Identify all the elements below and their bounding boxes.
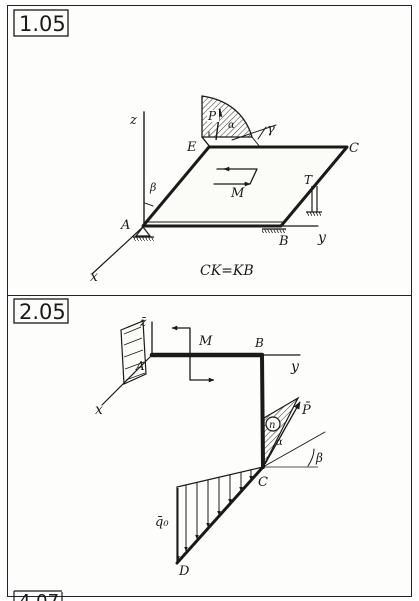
distributed-load-q0 <box>176 465 265 565</box>
angle-arc-beta-2 <box>307 448 315 467</box>
n-marker-circle <box>265 416 281 432</box>
z-label-2: z̄ <box>139 315 147 329</box>
reference-line-gamma <box>231 124 277 141</box>
label-B-1: B <box>278 234 289 249</box>
distributed-load-1 <box>201 95 261 148</box>
force-P-arrow-2 <box>264 401 301 465</box>
label-A-2: A <box>135 359 145 373</box>
angle-arc-gamma <box>257 126 267 140</box>
problem-1-number-box <box>13 9 69 37</box>
label-beta-2: β <box>315 451 323 465</box>
label-n-2: n <box>269 420 275 431</box>
pin-support-A <box>133 226 154 241</box>
label-alpha-1: α <box>228 120 235 131</box>
y-label-2: y <box>290 359 300 375</box>
force-P-arrow-1 <box>215 108 223 141</box>
z-label-1: z <box>129 113 137 128</box>
label-M-2: M <box>198 334 213 349</box>
label-P-2: P̄ <box>301 402 311 418</box>
next-problem-peek: 4.07 <box>13 590 63 601</box>
beam-BC <box>260 353 265 469</box>
angle-arc-beta-1 <box>143 202 154 207</box>
next-problem-number: 4.07 <box>19 591 59 601</box>
label-q0: q̄₀ <box>155 515 169 530</box>
label-beta-1: β <box>149 181 156 194</box>
label-P-1: P <box>207 109 217 123</box>
label-C-1: C <box>349 141 359 156</box>
problem-1-block: 1.05 z y x A B C E <box>13 9 359 285</box>
x-label-1: x <box>90 269 98 285</box>
label-T-1: T <box>304 173 313 187</box>
problem-2-number: 2.05 <box>19 300 66 324</box>
label-gamma-1: γ <box>267 122 275 137</box>
rectangular-plate <box>141 145 349 228</box>
rod-support-K <box>306 186 322 216</box>
label-D-2: D <box>178 564 190 579</box>
label-E-1: E <box>186 140 197 155</box>
label-alpha-2: α <box>276 437 283 448</box>
label-B-2: B <box>254 336 264 350</box>
couple-moment-M <box>213 166 258 187</box>
y-label-1: y <box>317 230 327 246</box>
x-axis-1 <box>91 225 145 275</box>
reference-line-beta <box>262 431 326 468</box>
x-axis-2 <box>101 354 153 406</box>
triangular-load-P <box>263 396 300 466</box>
label-C-2: C <box>258 475 268 490</box>
roller-support-B <box>262 228 286 233</box>
section-divider <box>7 295 411 296</box>
problem-2-block: 2.05 z̄ x y A B C D <box>13 298 326 579</box>
label-M-1: M <box>230 186 245 201</box>
problem-1-number: 1.05 <box>19 12 66 36</box>
label-A-1: A <box>120 218 130 233</box>
fixed-wall-A <box>120 320 147 385</box>
problem-2-number-box <box>13 298 69 324</box>
x-label-2: x <box>95 402 103 418</box>
couple-moment-M-2 <box>171 325 215 383</box>
condition-text: CK=KB <box>200 263 254 279</box>
